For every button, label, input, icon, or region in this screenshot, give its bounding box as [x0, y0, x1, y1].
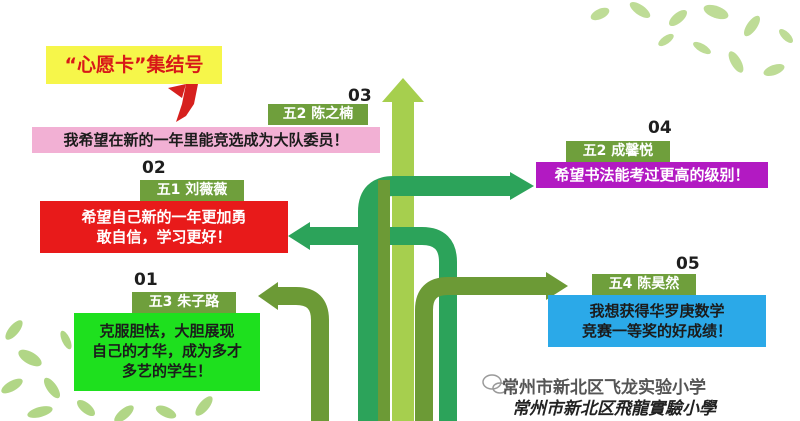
arrow-05-right — [415, 277, 548, 421]
wish-text-04-line1: 希望书法能考过更高的级别！ — [554, 166, 750, 184]
wish-card-03: 我希望在新的一年里能竞选成为大队委员！ — [32, 127, 380, 153]
wish-number-05: 05 — [676, 254, 700, 274]
wish-text-03-line1: 我希望在新的一年里能竞选成为大队委员！ — [63, 131, 349, 149]
arrow-02-left — [308, 227, 457, 421]
wish-number-03: 03 — [348, 86, 372, 106]
wish-text-02-line1: 希望自己新的一年更加勇 — [81, 208, 247, 226]
wish-text-05-line1: 我想获得华罗庚数学 — [589, 302, 725, 320]
leaf-cluster-bottom-left-icon — [1, 320, 213, 421]
leaf-cluster-top-right-icon — [590, 1, 793, 77]
watermark-school-calligraphy: 常州市新北区飛龍實驗小學 — [512, 399, 716, 419]
wish-number-02: 02 — [142, 158, 166, 178]
wish-text-02-line2: 敢自信，学习更好！ — [96, 228, 232, 246]
wish-text-01-line2: 自己的才华，成为多才 — [91, 342, 242, 360]
arrow-04-right — [358, 176, 512, 421]
page-title: “心愿卡”集结号 — [46, 46, 222, 84]
watermark-school-name: 常州市新北区飞龙实验小学 — [502, 378, 706, 398]
arrow-01-head — [258, 282, 278, 310]
wish-name-tag-01: 五3 朱子路 — [132, 292, 236, 313]
wish-name-tag-04: 五2 成馨悦 — [566, 141, 670, 162]
wish-text-05-line2: 竞赛一等奖的好成绩！ — [581, 322, 732, 340]
red-scarf-icon — [168, 84, 198, 122]
wish-card-04: 希望书法能考过更高的级别！ — [536, 162, 768, 188]
arrow-03-trunk — [378, 180, 390, 421]
wish-name-tag-05: 五4 陈昊然 — [592, 274, 696, 295]
arrow-04-head — [510, 172, 534, 200]
wish-name-tag-03: 五2 陈之楠 — [268, 104, 368, 125]
wish-text-01-line1: 克服胆怯，大胆展现 — [99, 322, 235, 340]
wish-card-01: 克服胆怯，大胆展现 自己的才华，成为多才 多艺的学生！ — [74, 313, 260, 391]
wish-text-01-line3: 多艺的学生！ — [121, 362, 212, 380]
wechat-icon — [482, 374, 508, 394]
wish-name-tag-02: 五1 刘薇薇 — [140, 180, 244, 201]
wish-card-05: 我想获得华罗庚数学 竞赛一等奖的好成绩！ — [548, 295, 766, 347]
wish-number-04: 04 — [648, 118, 672, 138]
arrow-02-head — [288, 222, 310, 250]
arrow-01-left — [276, 287, 329, 421]
wish-number-01: 01 — [134, 270, 158, 290]
wish-card-02: 希望自己新的一年更加勇 敢自信，学习更好！ — [40, 201, 288, 253]
arrow-05-head — [546, 272, 568, 300]
